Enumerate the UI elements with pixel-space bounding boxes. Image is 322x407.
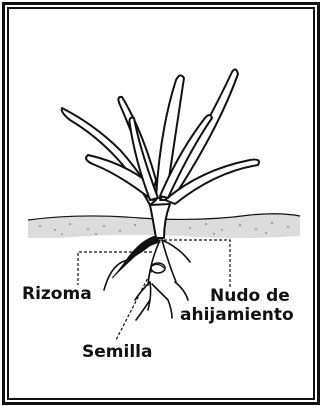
rizoma-label: Rizoma bbox=[22, 284, 92, 304]
outer-border bbox=[2, 2, 320, 405]
inner-border bbox=[7, 7, 315, 400]
semilla-label: Semilla bbox=[82, 342, 153, 362]
leaves bbox=[60, 68, 260, 239]
nudo-label-line1: Nudo de bbox=[210, 286, 290, 306]
rhizome-shape bbox=[111, 235, 161, 279]
leader-lines bbox=[77, 239, 231, 341]
nudo-label-line2: ahijamiento bbox=[180, 305, 294, 325]
roots bbox=[103, 237, 191, 321]
